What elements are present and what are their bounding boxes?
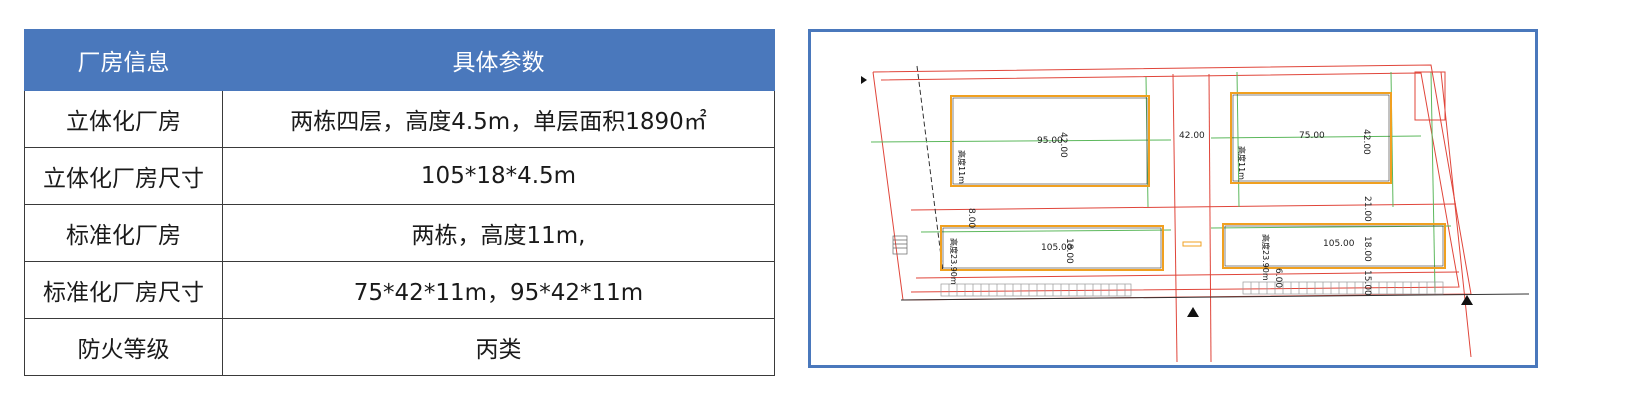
building-top-right-small (1414, 71, 1446, 121)
factory-spec-table: 厂房信息 具体参数 立体化厂房 两栋四层，高度4.5m，单层面积1890㎡ 立体… (24, 29, 775, 376)
parking-left (940, 283, 1132, 297)
height-label-right-low: 高度23.90m (1261, 234, 1271, 281)
ground-line (900, 293, 1530, 301)
building-right-large (1230, 92, 1392, 184)
dim-road-gap: 42.00 (1179, 131, 1205, 141)
dim-left-low-width: 18.00 (1064, 238, 1074, 264)
dim-right-length: 75.00 (1299, 131, 1325, 141)
site-boundary (872, 64, 1472, 363)
dim-left-low-length: 105.00 (1041, 243, 1073, 253)
row-label: 标准化厂房 (24, 204, 223, 262)
north-arrow-icon (861, 76, 867, 84)
entrance-arrow-icon (1461, 295, 1473, 305)
dim-right-low-length: 105.00 (1323, 239, 1355, 249)
row-label: 标准化厂房尺寸 (24, 261, 223, 319)
table-row: 立体化厂房尺寸 105*18*4.5m (24, 147, 775, 205)
building-right-low (1222, 223, 1446, 269)
table-row: 标准化厂房尺寸 75*42*11m，95*42*11m (24, 261, 775, 319)
site-plan-frame: 95.00 42.00 42.00 75.00 42.00 高度11m 高度11… (808, 29, 1538, 368)
row-label: 立体化厂房尺寸 (24, 147, 223, 205)
row-value: 105*18*4.5m (222, 147, 775, 205)
table-row: 防火等级 丙类 (24, 318, 775, 376)
dim-right-gap-top: 21.00 (1362, 196, 1372, 222)
row-label: 防火等级 (24, 318, 223, 376)
building-left-low (940, 225, 1164, 271)
table-header-row: 厂房信息 具体参数 (24, 29, 775, 91)
row-value: 75*42*11m，95*42*11m (222, 261, 775, 319)
dim-left-length: 95.00 (1037, 136, 1063, 146)
entrance-arrow-icon (1187, 307, 1199, 317)
height-label-left: 高度11m (957, 150, 967, 184)
header-factory-info: 厂房信息 (24, 29, 223, 91)
road-marker (1182, 241, 1202, 247)
height-label-right: 高度11m (1237, 146, 1247, 180)
dim-left-low-offset: 8.00 (966, 208, 976, 228)
building-left-large (950, 95, 1150, 187)
dim-right-low-width: 18.00 (1362, 236, 1372, 262)
row-label: 立体化厂房 (24, 90, 223, 148)
height-label-left-low: 高度23.90m (949, 238, 959, 285)
dim-right-width: 42.00 (1361, 129, 1371, 155)
dim-right-gap-bottom: 15.00 (1362, 270, 1372, 296)
dim-left-width: 42.00 (1058, 132, 1068, 158)
row-value: 两栋，高度11m, (222, 204, 775, 262)
dashed-boundary (916, 65, 944, 273)
row-value: 丙类 (222, 318, 775, 376)
header-specific-params: 具体参数 (222, 29, 775, 91)
parking-right (1242, 281, 1444, 295)
stair-symbol (892, 235, 908, 255)
row-value: 两栋四层，高度4.5m，单层面积1890㎡ (222, 90, 775, 148)
dim-right-low-setback: 6.00 (1273, 268, 1283, 288)
table-row: 标准化厂房 两栋，高度11m, (24, 204, 775, 262)
site-plan-drawing: 95.00 42.00 42.00 75.00 42.00 高度11m 高度11… (861, 64, 1530, 363)
table-row: 立体化厂房 两栋四层，高度4.5m，单层面积1890㎡ (24, 90, 775, 148)
